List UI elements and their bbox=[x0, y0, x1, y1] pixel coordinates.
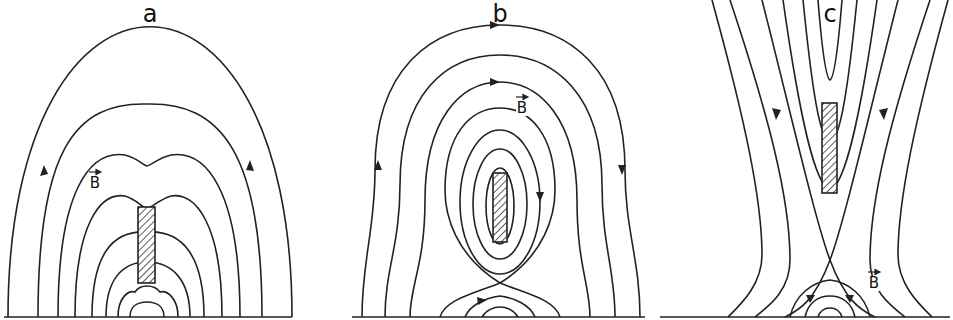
ground-line bbox=[4, 316, 292, 318]
field-symbol: B bbox=[516, 101, 528, 116]
panel-letter: a bbox=[143, 2, 158, 26]
field-lines-c bbox=[712, 0, 948, 317]
ground-line bbox=[352, 316, 645, 318]
field-symbol: B bbox=[868, 276, 880, 291]
field-lines-b bbox=[362, 25, 640, 317]
field-lines-a bbox=[8, 27, 292, 317]
field-symbol: B bbox=[89, 176, 101, 191]
panel-letter: c bbox=[823, 2, 836, 26]
arrowheads bbox=[40, 21, 888, 305]
vector-arrows bbox=[89, 95, 880, 275]
hatched-bar bbox=[822, 103, 837, 193]
panel-letter: b bbox=[492, 2, 507, 26]
hatched-bar bbox=[138, 207, 155, 283]
hatched-bar bbox=[493, 173, 507, 242]
